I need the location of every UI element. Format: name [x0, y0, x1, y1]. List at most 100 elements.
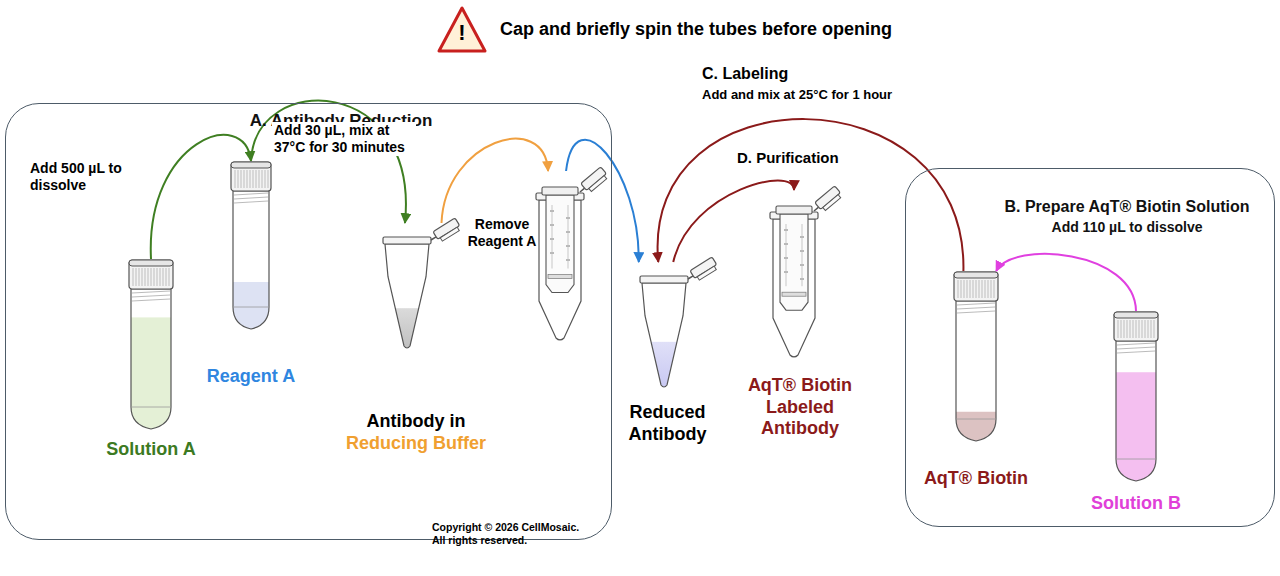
flow-arrow: [996, 254, 1136, 311]
label-group: Antibody inReducing Buffer: [331, 411, 501, 454]
cap-rib: [145, 268, 146, 286]
cap-rib: [136, 268, 137, 286]
label-group: Reduced Antibody: [610, 402, 725, 445]
vial-skirt: [956, 419, 996, 420]
solution-vial: Solution A: [91, 259, 211, 465]
cap-rib: [241, 170, 242, 188]
cap-rib: [970, 280, 971, 298]
vial-cap-top: [1114, 312, 1158, 318]
label-group: Solution B: [1076, 493, 1196, 515]
column-lid: [576, 167, 609, 198]
vial-cap: [1114, 312, 1158, 341]
cap-rib: [991, 280, 992, 298]
vial-drawing: [128, 259, 174, 431]
cap-rib: [1142, 320, 1143, 338]
cap-rib: [139, 268, 140, 286]
vial-thread: [234, 201, 268, 203]
reduced-antibody-tube: Reduced Antibody: [610, 262, 725, 452]
cap-rib: [982, 280, 983, 298]
vial-skirt: [1116, 459, 1156, 460]
liquid: [953, 412, 999, 445]
tube-lid: [685, 257, 719, 285]
vial-skirt: [131, 407, 171, 408]
liquid: [128, 317, 174, 433]
cap-rib: [1154, 320, 1155, 338]
cap-rib: [1136, 320, 1137, 338]
lid-plug: [589, 176, 607, 192]
labeled-column: AqT® Biotin Labeled Antibody: [735, 190, 865, 445]
node-label: Reduced Antibody: [610, 402, 725, 445]
vial-outline: [233, 191, 269, 329]
spin-column-drawing: [770, 190, 846, 360]
vial-skirt: [233, 307, 269, 308]
tube-drawing: [640, 262, 724, 390]
node-sublabel: Add 110 µL to dissolve: [986, 219, 1268, 236]
cap-rib: [250, 170, 251, 188]
cap-rib: [1133, 320, 1134, 338]
insert-rail: [786, 224, 787, 286]
cap-rib: [238, 170, 239, 188]
step-label: Add 30 µL, mix at 37°C for 30 minutes: [272, 122, 416, 156]
cap-rib: [994, 280, 995, 298]
step-panel: B. Prepare AqT® Biotin SolutionAdd 110 µ…: [905, 168, 1275, 527]
warning-mark: !: [452, 20, 472, 46]
vial-cap-top: [129, 260, 173, 266]
cap-rib: [265, 170, 266, 188]
cap-rib: [247, 170, 248, 188]
cap-rib: [262, 170, 263, 188]
label-group: Remove Reagent A: [466, 216, 538, 250]
vial-thread: [957, 303, 995, 305]
cap-rib: [133, 268, 134, 286]
cap-rib: [244, 170, 245, 188]
insert-collar: [776, 206, 812, 214]
cap-rib: [151, 268, 152, 286]
cap-rib: [256, 170, 257, 188]
warning-triangle: [439, 8, 485, 51]
diagram-title: Cap and briefly spin the tubes before op…: [500, 19, 892, 41]
node-label: AqT® Biotin Labeled Antibody: [735, 375, 865, 440]
cap-rib: [958, 280, 959, 298]
column-insert: [546, 195, 574, 293]
label-group: Solution A: [91, 439, 211, 461]
cap-rib: [976, 280, 977, 298]
lid-plug: [440, 227, 459, 241]
tube-outline: [642, 283, 686, 387]
cap-rib: [988, 280, 989, 298]
vial-thread: [132, 291, 170, 293]
vial-thread: [132, 295, 170, 297]
vial-cap: [954, 272, 998, 301]
vial-thread: [957, 307, 995, 309]
cap-rib: [1139, 320, 1140, 338]
step-label: C. Labeling: [700, 64, 790, 83]
tube-lid: [428, 218, 462, 246]
step-label: D. Purification: [735, 149, 841, 167]
cap-rib: [964, 280, 965, 298]
vial-thread: [234, 197, 268, 199]
lid-strap: [688, 276, 693, 279]
cap-rib: [235, 170, 236, 188]
liquid: [1113, 372, 1159, 485]
cap-rib: [268, 170, 269, 188]
lid-strap: [814, 207, 819, 211]
cap-rib: [1124, 320, 1125, 338]
vial-drawing: [1113, 311, 1159, 483]
vial-thread: [132, 299, 170, 301]
cap-rib: [1151, 320, 1152, 338]
cap-rib: [157, 268, 158, 286]
membrane: [782, 292, 806, 296]
step-label: Add 500 µL to dissolve: [28, 160, 140, 194]
liquid: [230, 282, 272, 333]
vial-drawing: [230, 161, 272, 331]
insert-rail: [802, 224, 803, 286]
flow-arrow: [442, 139, 549, 223]
cap-rib: [973, 280, 974, 298]
cap-rib: [142, 268, 143, 286]
label-group: AqT® Biotin Labeled Antibody: [735, 375, 865, 440]
vial-thread: [1117, 351, 1155, 353]
cap-rib: [160, 268, 161, 286]
vial-outline: [1116, 341, 1156, 481]
copyright-note: Copyright © 2026 CellMosaic. All rights …: [432, 521, 584, 546]
vial-thread: [234, 193, 268, 195]
